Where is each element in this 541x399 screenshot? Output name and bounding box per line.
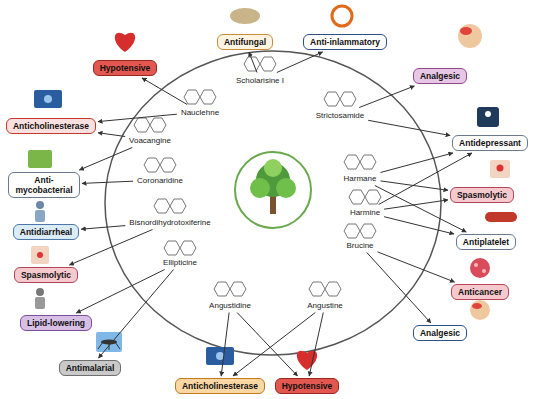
activity-name: Anticholinesterase <box>13 121 89 131</box>
compound-label: Bisnordihydrotoxiferine <box>127 217 212 228</box>
connector-arrow <box>309 313 323 377</box>
connector-arrow <box>69 230 152 266</box>
connector-arrow <box>99 270 174 359</box>
connector-arrow <box>98 114 177 121</box>
activity-name: Anti-mycobacterial <box>15 175 73 195</box>
connector-arrow <box>359 86 414 108</box>
activity-box: Antidepressant <box>452 135 528 151</box>
tree-logo <box>235 152 311 228</box>
activity-box: Hypotensive <box>93 60 158 76</box>
activity-name: Antifungal <box>224 37 266 47</box>
activity-name: Spasmolytic <box>21 270 71 280</box>
compound-name: Nauclehne <box>181 108 219 117</box>
activity-name: Antidiarrheal <box>20 227 72 237</box>
activity-box: Anti-mycobacterial <box>8 172 80 198</box>
compound-label: Scholarisine I <box>234 75 286 86</box>
connector-arrow <box>384 200 448 209</box>
connector-arrow <box>221 313 229 377</box>
activity-box: Anti-inlammatory <box>303 34 387 50</box>
connector-arrow <box>381 181 449 190</box>
activity-name: Anticholinesterase <box>182 381 258 391</box>
activity-box: Anticancer <box>451 284 509 300</box>
compound-name: Harmine <box>350 208 380 217</box>
connector-arrow <box>384 217 454 234</box>
compound-label: Ellipticine <box>161 257 199 268</box>
connector-arrow <box>79 148 132 171</box>
compound-name: Voacangine <box>129 136 171 145</box>
activity-name: Lipid-lowering <box>27 318 85 328</box>
connector-arrow <box>142 78 187 105</box>
compound-label: Voacangine <box>127 135 173 146</box>
activity-box: Antimalarial <box>59 360 122 376</box>
connector-arrow <box>76 270 164 314</box>
compound-label: Angustine <box>305 300 345 311</box>
activity-name: Hypotensive <box>282 381 333 391</box>
compound-name: Ellipticine <box>163 258 197 267</box>
activity-name: Antidepressant <box>459 138 521 148</box>
activity-box: Antidiarrheal <box>13 224 79 240</box>
compound-label: Nauclehne <box>179 107 221 118</box>
activity-name: Analgesic <box>420 328 460 338</box>
structure-drawings <box>134 57 381 296</box>
compound-label: Harmane <box>342 173 379 184</box>
activity-name: Antiplatelet <box>463 237 509 247</box>
compound-label: Strictosamide <box>314 110 366 121</box>
compound-label: Coronaridine <box>135 175 185 186</box>
connector-arrow <box>367 253 431 324</box>
activity-name: Antimalarial <box>66 363 115 373</box>
compound-label: Angustidine <box>207 300 253 311</box>
connector-arrow <box>81 226 125 230</box>
compound-name: Harmane <box>344 174 377 183</box>
activity-box: Analgesic <box>413 68 467 84</box>
activity-box: Spasmolytic <box>450 187 514 203</box>
activity-name: Analgesic <box>420 71 460 81</box>
activity-box: Antiplatelet <box>456 234 516 250</box>
connector-arrow <box>249 52 257 73</box>
connector-arrow <box>368 120 450 135</box>
compound-label: Brucine <box>344 240 375 251</box>
compound-name: Scholarisine I <box>236 76 284 85</box>
activity-box: Antifungal <box>217 34 273 50</box>
activity-name: Anti-inlammatory <box>310 37 380 47</box>
compound-label: Harmine <box>348 207 382 218</box>
activity-box: Hypotensive <box>275 378 340 394</box>
connector-arrow <box>233 313 315 377</box>
compound-name: Angustine <box>307 301 343 310</box>
activity-name: Spasmolytic <box>457 190 507 200</box>
connector-arrow <box>98 133 125 137</box>
compound-name: Angustidine <box>209 301 251 310</box>
connector-arrow <box>82 181 133 183</box>
activity-box: Anticholinesterase <box>6 118 96 134</box>
activity-box: Spasmolytic <box>14 267 78 283</box>
activity-box: Anticholinesterase <box>175 378 265 394</box>
activity-name: Anticancer <box>458 287 502 297</box>
activity-name: Hypotensive <box>100 63 151 73</box>
compound-name: Bisnordihydrotoxiferine <box>129 218 210 227</box>
connector-arrow <box>277 52 323 73</box>
activity-box: Analgesic <box>413 325 467 341</box>
activity-box: Lipid-lowering <box>20 315 92 331</box>
activity-icons <box>28 6 517 370</box>
central-ring <box>105 51 441 355</box>
compound-name: Coronaridine <box>137 176 183 185</box>
compound-name: Strictosamide <box>316 111 364 120</box>
compound-name: Brucine <box>346 241 373 250</box>
